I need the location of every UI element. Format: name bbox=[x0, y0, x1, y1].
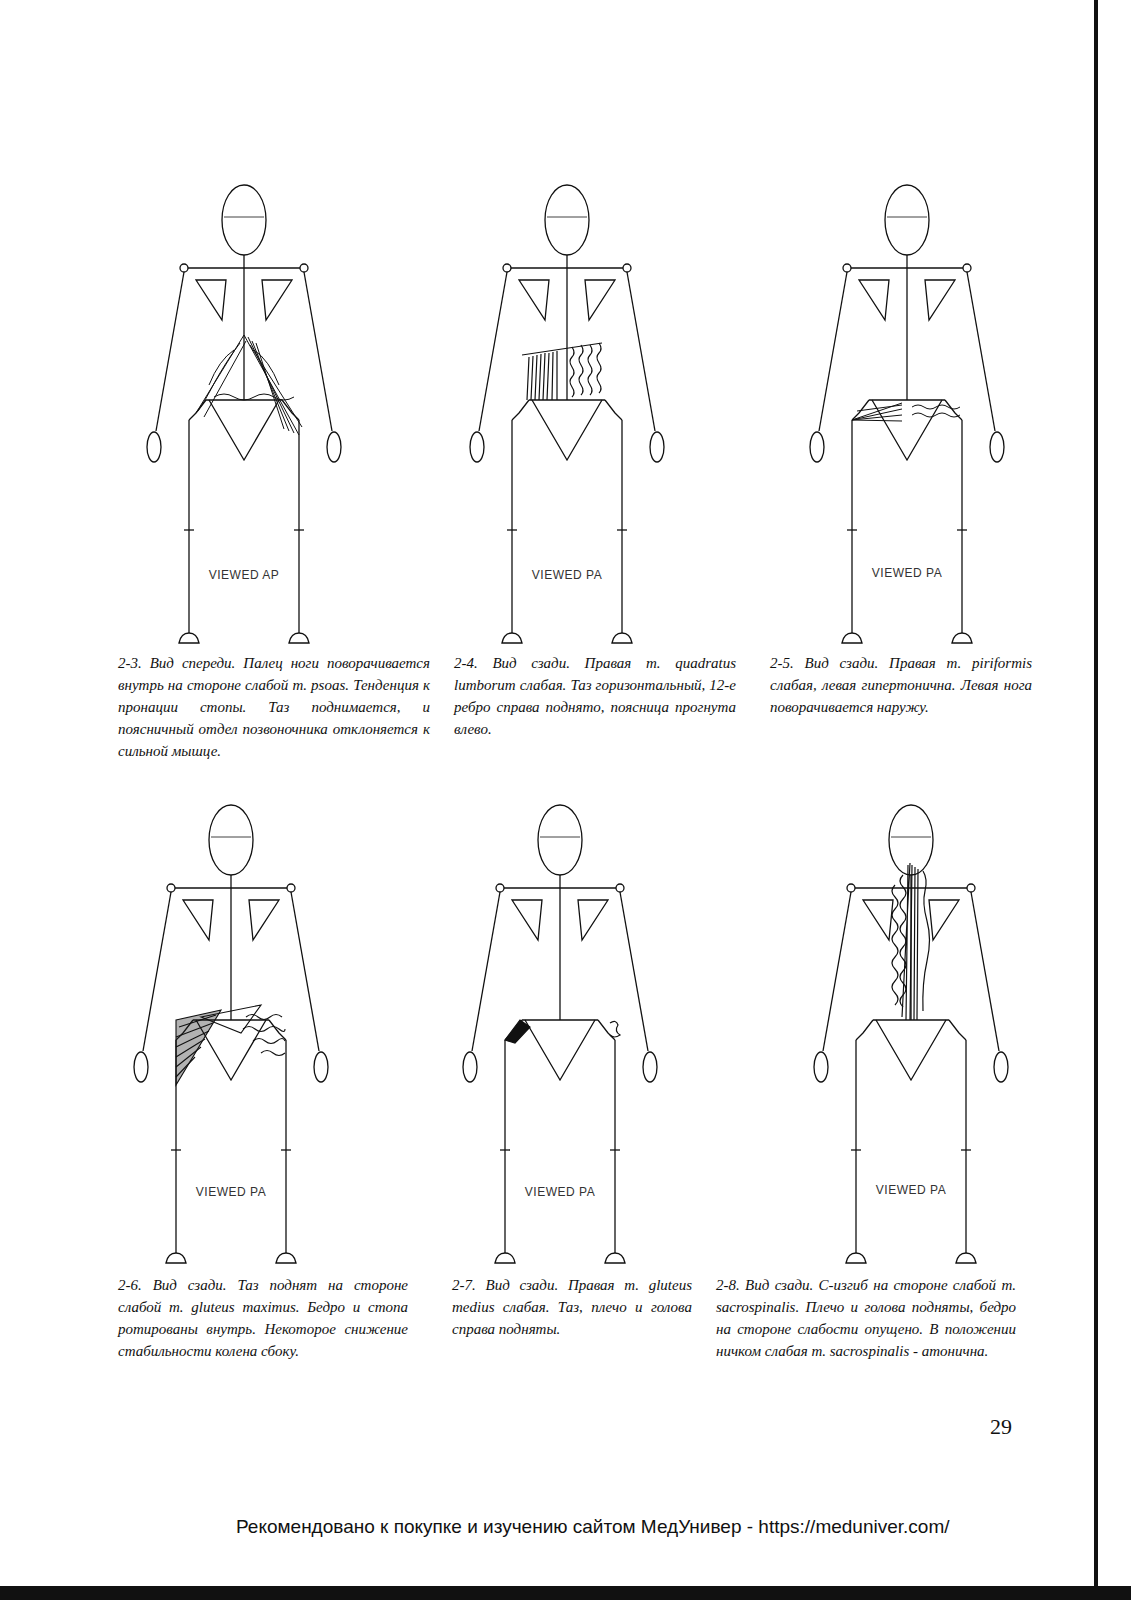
view-label: VIEWED PA bbox=[525, 1185, 595, 1199]
page-number: 29 bbox=[990, 1414, 1012, 1440]
figure-caption: 2-8. Вид сзади. С-изгиб на стороне слабо… bbox=[716, 1274, 1016, 1362]
watermark: Рекомендовано к покупке и изучению сайто… bbox=[236, 1516, 950, 1538]
view-label: VIEWED PA bbox=[196, 1185, 266, 1199]
figure-caption: 2-6. Вид сзади. Таз поднят на стороне сл… bbox=[118, 1274, 408, 1362]
view-label: VIEWED PA bbox=[876, 1183, 946, 1197]
view-label: VIEWED PA bbox=[872, 566, 942, 580]
view-label: VIEWED PA bbox=[532, 568, 602, 582]
figure-caption: 2-7. Вид сзади. Правая m. gluteus medius… bbox=[452, 1274, 692, 1340]
figure-caption: 2-4. Вид сзади. Правая m. quadratus lumb… bbox=[454, 652, 736, 740]
figure-caption: 2-3. Вид спереди. Палец ноги поворачивае… bbox=[118, 652, 430, 762]
figure-caption: 2-5. Вид сзади. Правая m. piriformis сла… bbox=[770, 652, 1032, 718]
view-label: VIEWED AP bbox=[209, 568, 280, 582]
